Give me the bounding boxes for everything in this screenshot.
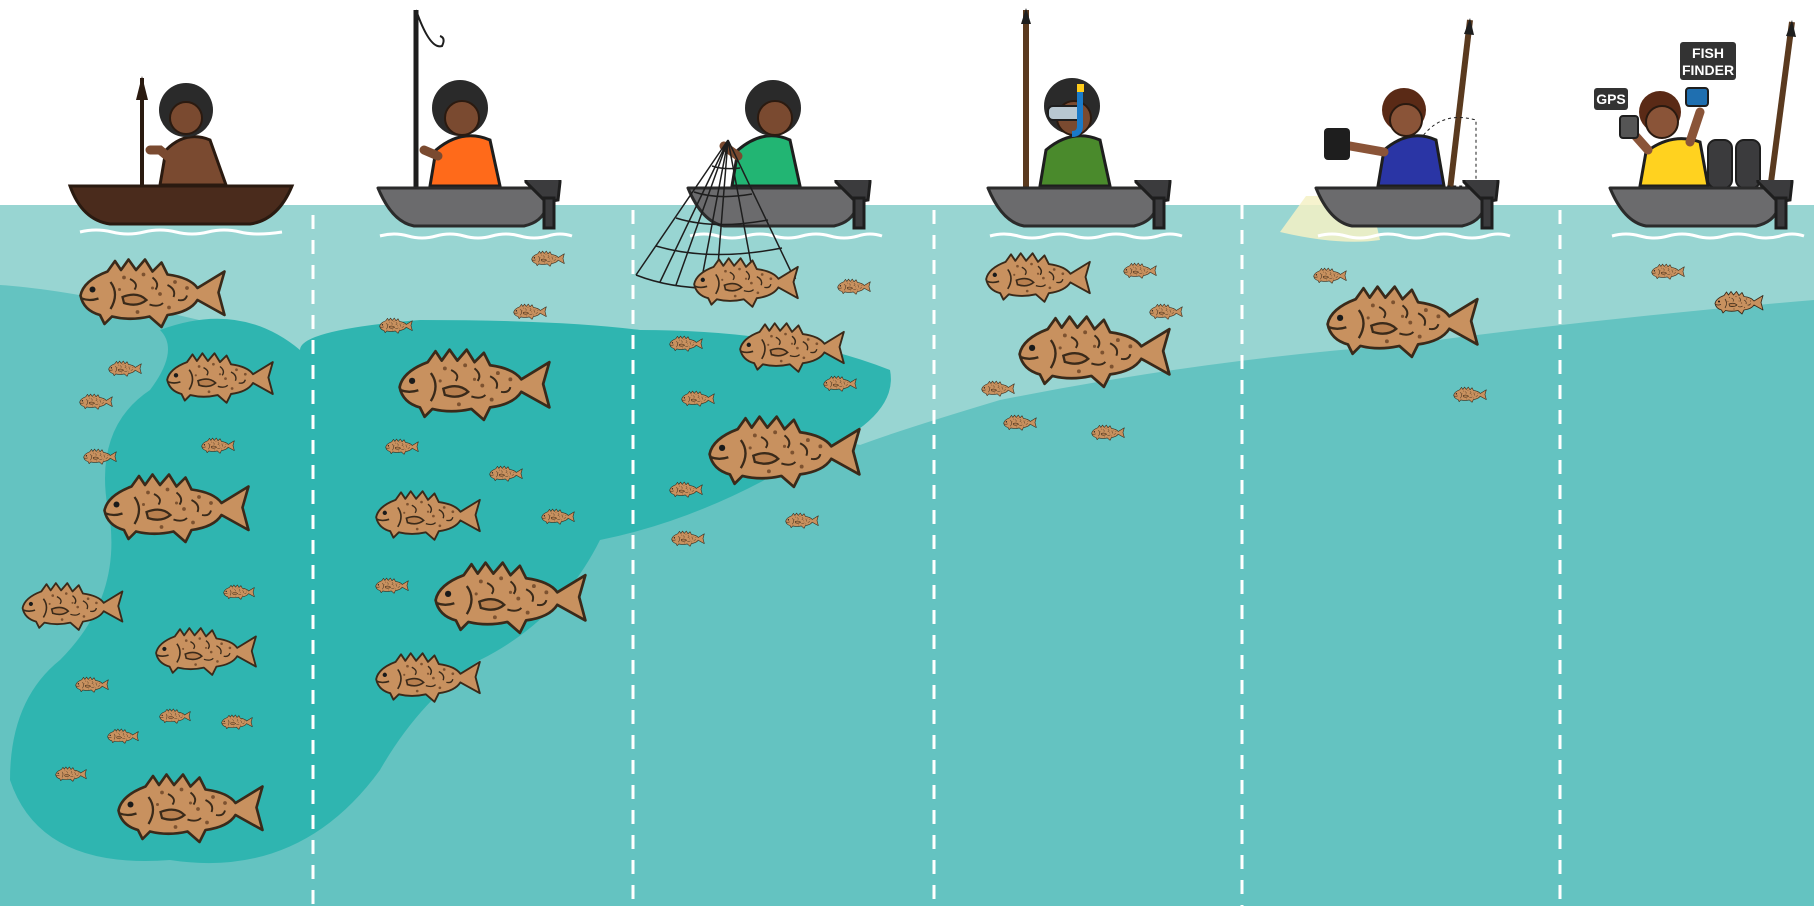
panel-2-boat-rod [375, 9, 587, 703]
fisher-2 [413, 9, 502, 190]
sky [0, 0, 1814, 210]
fish-finder-label-box [1680, 42, 1736, 80]
water [0, 205, 1814, 906]
fisher-6: GPS FISH FINDER [1594, 20, 1796, 191]
panel-3-boat-net [635, 80, 884, 547]
snorkel-icon [1071, 88, 1083, 137]
fisher-1 [136, 76, 229, 187]
panel-5-torch-spear [1280, 18, 1512, 403]
gps-label: GPS [1596, 91, 1626, 107]
panel-6-electronics: GPS FISH FINDER [1594, 20, 1806, 315]
spear-icon [1786, 20, 1796, 37]
fish-finder-device-icon [1685, 87, 1709, 107]
fishing-rod-icon [415, 9, 445, 48]
spear-icon [136, 76, 148, 100]
panel-1-canoe-spear [21, 76, 295, 844]
gps-label-box [1594, 88, 1628, 110]
canoe [67, 184, 295, 226]
spear-icon [1464, 18, 1474, 35]
snorkel-mask-icon [1047, 105, 1083, 121]
scuba-tank-icon [1707, 139, 1733, 189]
fish-finder-label-line1: FISH [1692, 45, 1724, 61]
net-icon [1419, 117, 1477, 187]
fisher-5 [1324, 18, 1477, 191]
water-shallow-band [0, 205, 1814, 445]
spear-icon [1021, 8, 1031, 24]
fisher-3 [719, 80, 802, 188]
panel-dividers [311, 205, 1562, 906]
panel-4-snorkel-spear [981, 8, 1184, 441]
torch-icon [1324, 128, 1350, 160]
fisher-4 [1021, 8, 1112, 190]
fish-finder-label-line2: FINDER [1682, 62, 1734, 78]
gps-device-icon [1619, 115, 1639, 139]
